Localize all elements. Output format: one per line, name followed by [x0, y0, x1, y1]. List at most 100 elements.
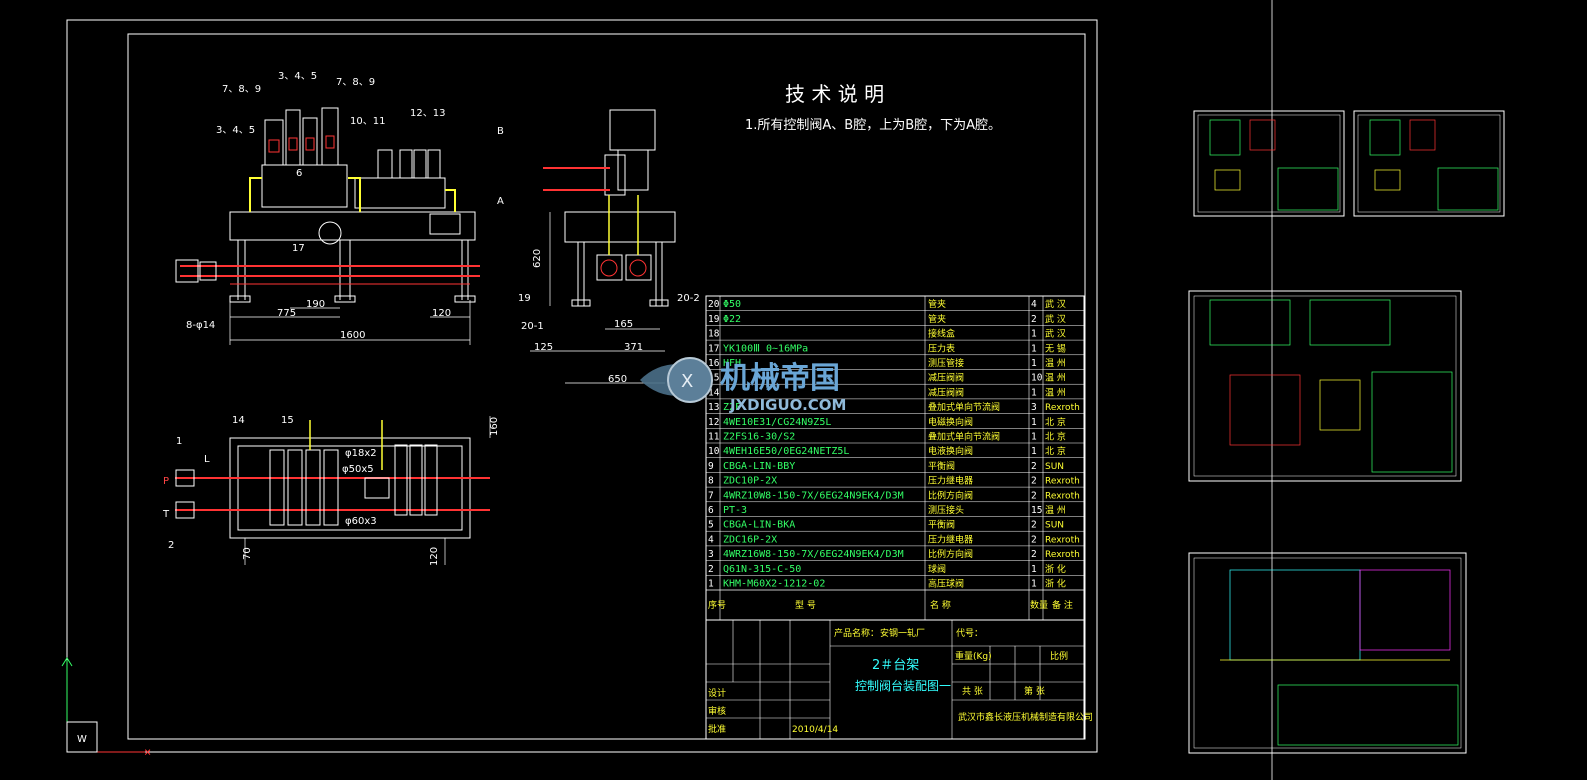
- sheet-thumbnail-1[interactable]: [1193, 110, 1345, 217]
- bom-row-name: 比例方向阀: [928, 548, 973, 560]
- bom-header-no: 序号: [708, 599, 726, 611]
- bom-row-name: 平衡阀: [928, 519, 955, 531]
- top-label-15: 15: [281, 415, 294, 426]
- label-345-b: 3、4、5: [278, 71, 317, 82]
- notes-line1: 1.所有控制阀A、B腔，上为B腔，下为A腔。: [745, 118, 1001, 133]
- tech-notes: 技 术 说 明 1.所有控制阀A、B腔，上为B腔，下为A腔。: [745, 82, 1001, 133]
- bom-row-no: 8: [708, 476, 714, 487]
- bom-row-name: 电液换向阀: [928, 445, 973, 457]
- bom-row-model: Φ50: [723, 299, 741, 310]
- bom-row-no: 17: [708, 343, 719, 354]
- bom-row-qty: 2: [1031, 461, 1037, 472]
- bom-row-model: CBGA-LIN-BBY: [723, 461, 795, 472]
- bom-row-note: 武 汉: [1045, 298, 1066, 310]
- bom-row-note: Rexroth: [1045, 535, 1080, 545]
- tb-customer-value: 安钢一轧厂: [880, 627, 925, 639]
- bom-row-name: 管夹: [928, 298, 946, 310]
- label-12-13: 12、13: [410, 108, 445, 119]
- tb-weight: 重量(Kg): [955, 650, 992, 662]
- bom-row-model: HFH: [723, 358, 741, 369]
- side-label-20-1: 20-1: [521, 321, 544, 332]
- bom-row-note: 浙 化: [1045, 563, 1066, 575]
- label-345-a: 3、4、5: [216, 125, 255, 136]
- dim-1600: 1600: [340, 330, 365, 341]
- bom-header-note: 备 注: [1052, 599, 1073, 611]
- front-view[interactable]: 3、4、5 7、8、9 3、4、5 7、8、9 10、11 12、13 6 17…: [175, 71, 480, 345]
- bom-row-name: 测压管接: [928, 357, 964, 369]
- tb-title-line2: 控制阀台装配图一: [855, 678, 951, 693]
- label-17: 17: [292, 243, 305, 254]
- bom-row-qty: 1: [1031, 358, 1037, 369]
- bom-row-no: 18: [708, 329, 720, 340]
- bom-row-name: 压力继电器: [928, 533, 973, 545]
- top-label-phi50x5: φ50x5: [342, 464, 374, 475]
- bom-row-no: 7: [708, 490, 714, 501]
- bom-row-qty: 1: [1031, 446, 1037, 457]
- watermark-cn: 机械帝国: [720, 361, 840, 396]
- dim-371: 371: [624, 342, 643, 353]
- bom-row-note: 北 京: [1045, 416, 1066, 428]
- bom-row-model: 4WRZ16W8-150-7X/6EG24N9EK4/D3M: [723, 549, 904, 560]
- side-label-a: A: [497, 196, 504, 207]
- bom-row-note: 温 州: [1045, 387, 1066, 398]
- tb-approve: 批准: [708, 723, 726, 735]
- bom-row-name: 压力表: [928, 342, 955, 354]
- bom-row-model: Z2F: [723, 402, 741, 413]
- tb-sheet: 第 张: [1024, 685, 1045, 697]
- bom-row-model: 4WEH16E50/0EG24NETZ5L: [723, 446, 849, 457]
- bom-row-note: SUN: [1045, 521, 1064, 531]
- watermark-en: JXDIGUO.COM: [729, 396, 846, 414]
- bom-row-note: 浙 化: [1045, 578, 1066, 590]
- bom-row-note: 武 汉: [1045, 313, 1066, 325]
- notes-title: 技 术 说 明: [785, 82, 884, 106]
- bom-row-no: 5: [708, 520, 714, 531]
- bom-row-note: 北 京: [1045, 445, 1066, 457]
- bom-row-model: YK100Ⅲ 0~16MPa: [723, 343, 808, 354]
- tb-design: 设计: [708, 687, 726, 699]
- dim-70: 70: [242, 547, 253, 560]
- top-view[interactable]: 14 15 1 2 L P T φ18x2 φ50x5 φ60x3 160 12…: [162, 415, 500, 566]
- bom-row-model: KHM-M60X2-1212-02: [723, 579, 825, 590]
- bom-row-note: 温 州: [1045, 505, 1066, 516]
- bom-row-name: 球阀: [928, 563, 946, 575]
- bom-row-no: 2: [708, 564, 714, 575]
- dim-120: 120: [432, 308, 451, 319]
- label-789-b: 7、8、9: [336, 77, 375, 88]
- sheet-thumbnail-3[interactable]: [1188, 290, 1462, 482]
- bom-header-name: 名 称: [930, 599, 951, 611]
- top-label-t: T: [162, 509, 170, 520]
- bom-row-no: 3: [708, 549, 714, 560]
- side-view[interactable]: B A 19 20-1 20-2 620 165 125 371 650: [497, 109, 700, 385]
- side-label-b: B: [497, 126, 504, 137]
- top-label-2: 2: [168, 540, 174, 551]
- bom-row-note: Rexroth: [1045, 403, 1080, 413]
- bom-row-qty: 15: [1031, 505, 1042, 516]
- drawing-border: [66, 19, 1098, 753]
- bom-row-name: 叠加式单向节流阀: [928, 401, 1000, 413]
- bom-row-name: 管夹: [928, 313, 946, 325]
- bom-row-qty: 2: [1031, 314, 1037, 325]
- bom-header-qty: 数量: [1030, 599, 1048, 611]
- svg-text:×: ×: [144, 745, 151, 759]
- bom-row-note: Rexroth: [1045, 491, 1080, 501]
- bom-row-note: Rexroth: [1045, 477, 1080, 487]
- bom-row-qty: 1: [1031, 432, 1037, 443]
- bom-row-name: 电磁换向阀: [928, 416, 973, 428]
- bom-row-note: 无 锡: [1045, 343, 1066, 354]
- svg-text:X: X: [681, 371, 693, 392]
- bom-row-note: 温 州: [1045, 358, 1066, 369]
- tb-scale: 比例: [1050, 650, 1068, 662]
- bom-row-no: 13: [708, 402, 719, 413]
- side-label-20-2: 20-2: [677, 293, 700, 304]
- title-block[interactable]: 产品名称： 安钢一轧厂 代号： 2＃台架 控制阀台装配图一 重量(Kg) 比例 …: [705, 619, 1093, 740]
- bom-row-qty: 4: [1031, 299, 1037, 310]
- sheet-thumbnail-4[interactable]: [1188, 552, 1467, 754]
- bom-row-qty: 2: [1031, 476, 1037, 487]
- bom-row-model: 4WE10E31/CG24N9Z5L: [723, 417, 831, 428]
- bom-row-no: 20: [708, 299, 720, 310]
- dim-620: 620: [532, 249, 543, 268]
- tb-company: 武汉市鑫长液压机械制造有限公司: [958, 711, 1093, 723]
- sheet-thumbnail-2[interactable]: [1353, 110, 1505, 217]
